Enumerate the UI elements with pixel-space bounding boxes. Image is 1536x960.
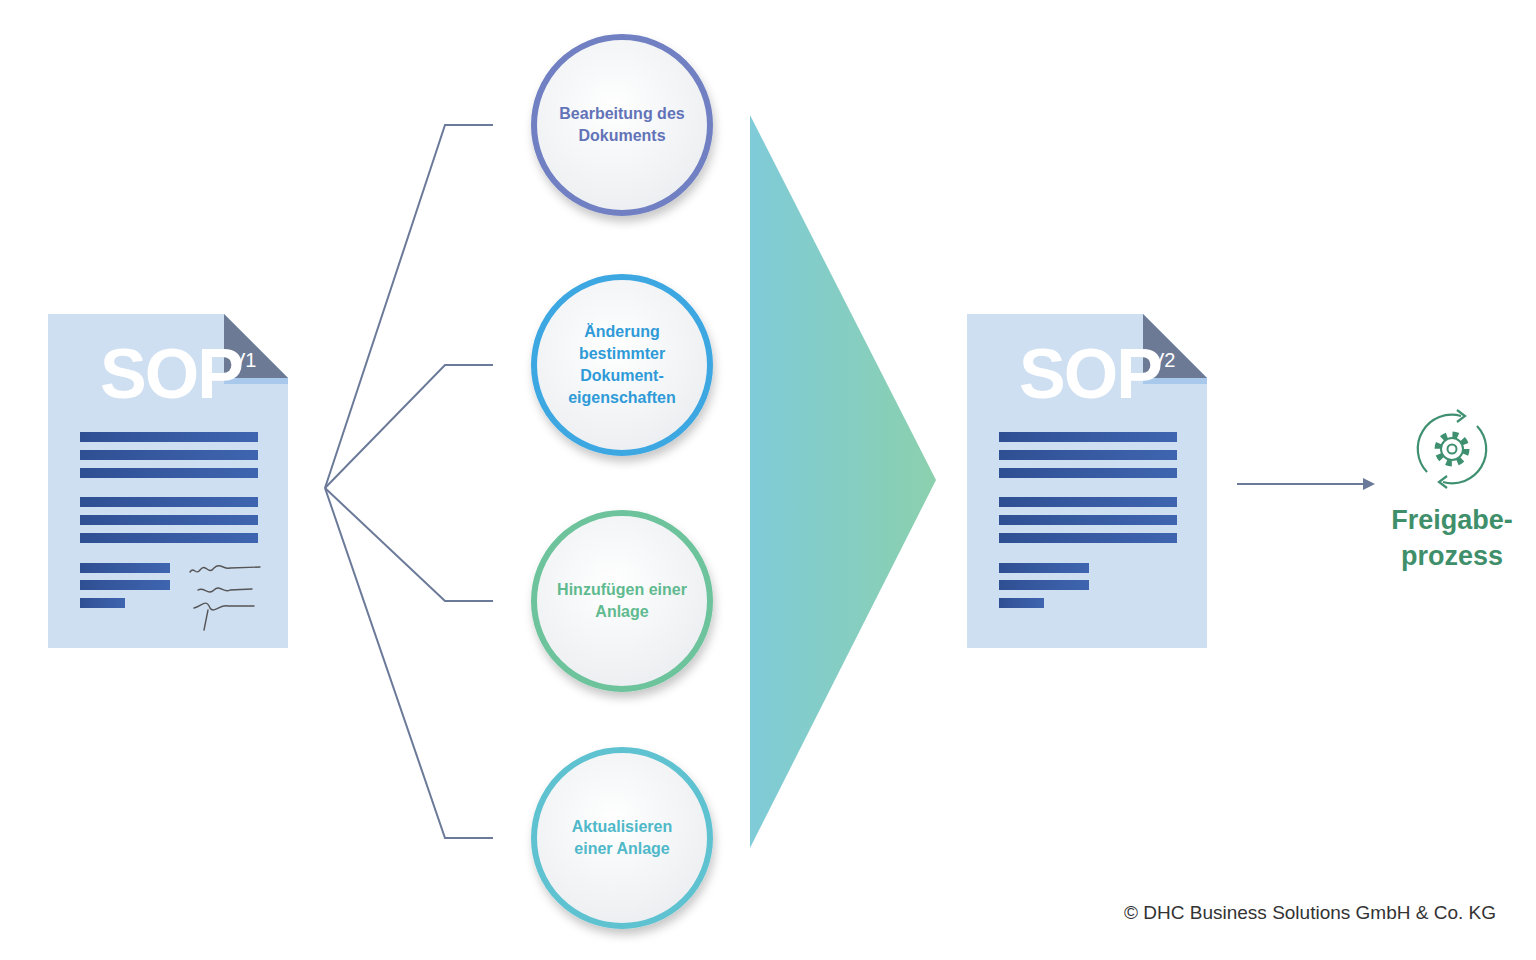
step-label: Hinzufügen einer Anlage (556, 579, 688, 623)
release-process: Freigabe- prozess (1377, 402, 1527, 582)
merge-arrow (750, 115, 936, 848)
connector (325, 488, 493, 838)
connector (325, 125, 493, 488)
step-circle (530, 746, 714, 930)
step-circle: Aktualisieren einer Anlage (530, 746, 714, 930)
process-label: Freigabe- prozess (1377, 502, 1527, 574)
copyright-note: © DHC Business Solutions GmbH & Co. KG (1124, 900, 1496, 926)
circle-text-wrap: Hinzufügen einer Anlage (530, 509, 714, 693)
connector (1237, 483, 1373, 485)
sop-document: SOPV2 (967, 314, 1207, 648)
process-icon (1407, 404, 1497, 494)
step-circle: Bearbeitung des Dokuments (530, 33, 714, 217)
connector (325, 488, 493, 601)
step-circle (530, 33, 714, 217)
step-label: Änderung bestimmter Dokument- eigenschaf… (556, 321, 688, 409)
step-label: Bearbeitung des Dokuments (556, 103, 688, 147)
version-tag: V2 (1151, 348, 1175, 372)
document-title: SOP (1019, 334, 1161, 414)
circle-text-wrap: Änderung bestimmter Dokument- eigenschaf… (530, 273, 714, 457)
step-circle: Hinzufügen einer Anlage (530, 509, 714, 693)
circle-text-wrap: Aktualisieren einer Anlage (530, 746, 714, 930)
sop-document: SOPV1 (48, 314, 288, 648)
step-circle: Änderung bestimmter Dokument- eigenschaf… (530, 273, 714, 457)
step-circle (530, 273, 714, 457)
step-label: Aktualisieren einer Anlage (556, 816, 688, 860)
document-title: SOP (100, 334, 242, 414)
connector (325, 365, 493, 488)
circle-text-wrap: Bearbeitung des Dokuments (530, 33, 714, 217)
step-circle (530, 509, 714, 693)
version-tag: V1 (232, 348, 256, 372)
